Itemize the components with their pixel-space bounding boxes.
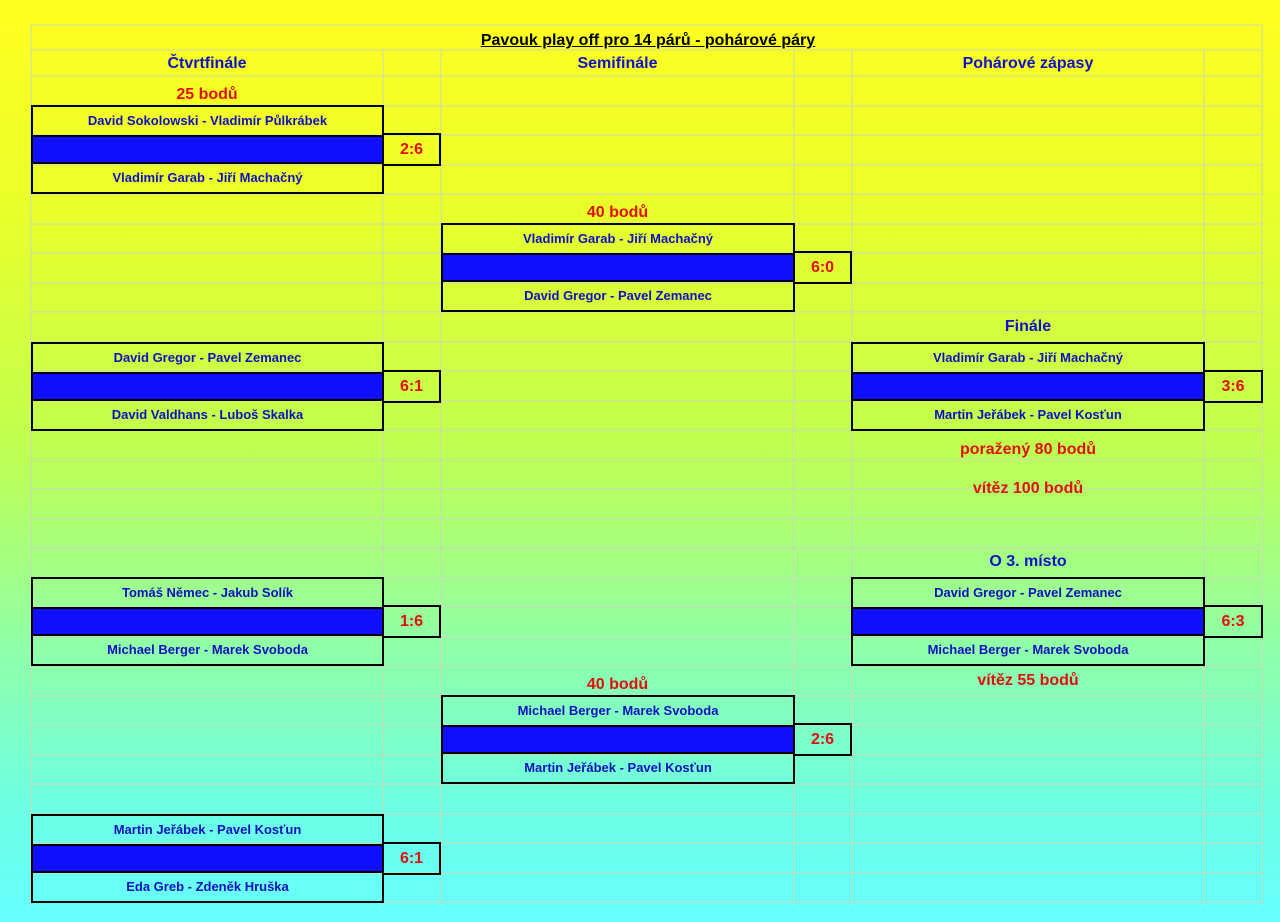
match-final: Vladimír Garab - Jiří Machačný Martin Je… — [851, 342, 1205, 431]
match-qf3-team1: Tomáš Němec - Jakub Solík — [122, 585, 293, 600]
match-sf1: Vladimír Garab - Jiří Machačný David Gre… — [441, 223, 795, 312]
match-sf2: Michael Berger - Marek Svoboda Martin Je… — [441, 695, 795, 784]
match-qf3-score: 1:6 — [382, 605, 441, 638]
match-qf4: Martin Jeřábek - Pavel Kosťun Eda Greb -… — [31, 814, 384, 903]
match-qf1-team1: David Sokolowski - Vladimír Půlkrábek — [87, 113, 328, 128]
match-sf2-score: 2:6 — [793, 723, 852, 756]
match-final-score: 3:6 — [1203, 370, 1263, 403]
final-loser-points: poražený 80 bodů — [959, 441, 1097, 458]
match-qf2: David Gregor - Pavel Zemanec David Valdh… — [31, 342, 384, 431]
match-qf2-divider — [33, 372, 382, 401]
semifinal-bottom-points: 40 bodů — [586, 676, 649, 693]
match-third-place-team1: David Gregor - Pavel Zemanec — [934, 585, 1122, 600]
third-place-label: O 3. místo — [989, 553, 1067, 570]
match-qf4-divider — [33, 844, 382, 873]
header-semifinal: Semifinále — [577, 55, 658, 72]
match-qf4-score: 6:1 — [382, 842, 441, 875]
match-third-place-score: 6:3 — [1203, 605, 1263, 638]
match-final-team1: Vladimír Garab - Jiří Machačný — [932, 350, 1124, 365]
match-qf1-divider — [33, 135, 382, 164]
page-title: Pavouk play off pro 14 párů - pohárové p… — [480, 32, 816, 49]
match-qf4-team1: Martin Jeřábek - Pavel Kosťun — [113, 822, 302, 837]
match-sf2-team1: Michael Berger - Marek Svoboda — [517, 703, 719, 718]
semifinal-top-points: 40 bodů — [586, 204, 649, 221]
match-sf1-score: 6:0 — [793, 251, 852, 284]
match-qf4-team2: Eda Greb - Zdeněk Hruška — [126, 879, 289, 894]
match-qf2-score: 6:1 — [382, 370, 441, 403]
header-quarterfinal: Čtvrtfinále — [167, 55, 247, 72]
match-qf1: David Sokolowski - Vladimír Půlkrábek Vl… — [31, 105, 384, 194]
match-qf2-team2: David Valdhans - Luboš Skalka — [111, 407, 304, 422]
quarterfinal-points: 25 bodů — [176, 86, 238, 103]
match-third-place: David Gregor - Pavel Zemanec Michael Ber… — [851, 577, 1205, 666]
match-sf2-divider — [443, 725, 793, 754]
match-sf1-divider — [443, 253, 793, 282]
match-qf3: Tomáš Němec - Jakub Solík Michael Berger… — [31, 577, 384, 666]
match-qf3-team2: Michael Berger - Marek Svoboda — [107, 642, 308, 657]
match-sf2-team2: Martin Jeřábek - Pavel Kosťun — [524, 760, 712, 775]
match-qf1-team2: Vladimír Garab - Jiří Machačný — [112, 170, 303, 185]
match-final-team2: Martin Jeřábek - Pavel Kosťun — [934, 407, 1122, 422]
match-sf1-team2: David Gregor - Pavel Zemanec — [524, 288, 712, 303]
final-label: Finále — [1004, 318, 1052, 335]
third-place-winner-points: vítěz 55 bodů — [977, 672, 1079, 689]
final-winner-points: vítěz 100 bodů — [972, 480, 1084, 497]
match-third-place-team2: Michael Berger - Marek Svoboda — [927, 642, 1129, 657]
match-third-place-divider — [853, 607, 1203, 636]
match-qf3-divider — [33, 607, 382, 636]
match-final-divider — [853, 372, 1203, 401]
match-qf2-team1: David Gregor - Pavel Zemanec — [113, 350, 302, 365]
match-qf1-score: 2:6 — [382, 133, 441, 166]
header-cup-matches: Pohárové zápasy — [962, 55, 1094, 72]
match-sf1-team1: Vladimír Garab - Jiří Machačný — [522, 231, 714, 246]
